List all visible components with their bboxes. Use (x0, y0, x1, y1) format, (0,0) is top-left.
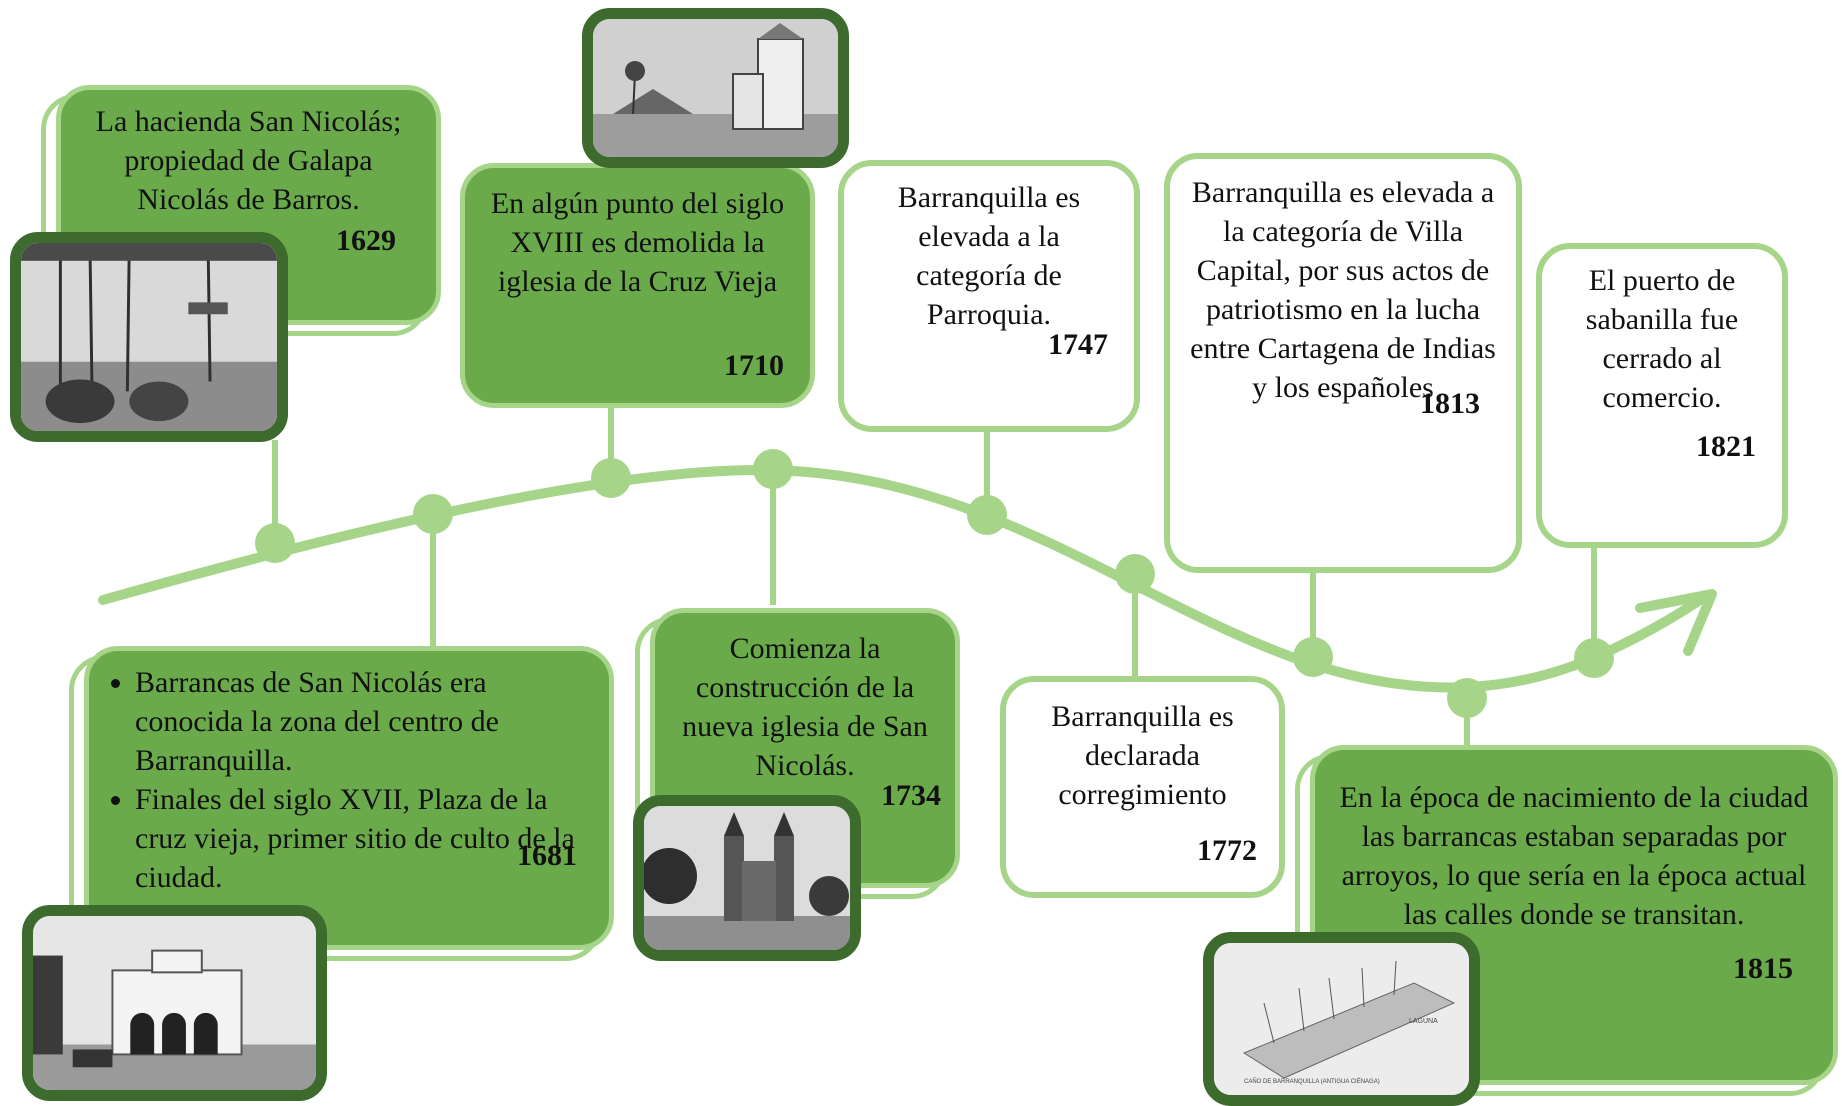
dot-1681 (413, 494, 453, 534)
bullet-item: Barrancas de San Nicolás era conocida la… (135, 663, 589, 780)
event-text-1815: En la época de nacimiento de la ciudad l… (1339, 781, 1809, 931)
event-year-1821: 1821 (1696, 430, 1756, 463)
event-text-1747: Barranquilla es elevada a la categoría d… (897, 181, 1081, 331)
bullet-item: Finales del siglo XVII, Plaza de la cruz… (135, 780, 589, 897)
map-water-label: LAGUNA (1409, 1018, 1438, 1025)
event-card-1772: Barranquilla es declarada corregimiento … (1000, 676, 1285, 898)
timeline-dots (255, 449, 1614, 718)
dot-1734 (753, 449, 793, 489)
photo-iglesia-san-nicolas (633, 795, 861, 961)
event-card-1813: Barranquilla es elevada a la categoría d… (1164, 153, 1522, 573)
event-year-1710: 1710 (724, 349, 784, 382)
event-year-1815: 1815 (1733, 952, 1793, 985)
event-text-1821: El puerto de sabanilla fue cerrado al co… (1585, 264, 1739, 414)
photo-mapa-barrancas: LAGUNA CAÑO DE BARRANQUILLA (ANTIGUA CIÉ… (1203, 932, 1480, 1106)
dot-1821 (1574, 638, 1614, 678)
dot-1747 (967, 495, 1007, 535)
map-caption: CAÑO DE BARRANQUILLA (ANTIGUA CIÉNAGA) (1244, 1078, 1380, 1085)
event-year-1629: 1629 (336, 224, 396, 257)
event-card-1681: Barrancas de San Nicolás era conocida la… (84, 646, 614, 950)
photo-plaza (22, 905, 327, 1101)
dot-1629 (255, 523, 295, 563)
event-card-1821: El puerto de sabanilla fue cerrado al co… (1536, 243, 1788, 548)
event-text-1710: En algún punto del siglo XVIII es demoli… (490, 187, 785, 298)
dot-1772 (1115, 554, 1155, 594)
event-text-1629: La hacienda San Nicolás; propiedad de Ga… (95, 105, 402, 216)
event-year-1734: 1734 (881, 779, 941, 812)
event-year-1681: 1681 (517, 839, 577, 872)
event-bullets-1681: Barrancas de San Nicolás era conocida la… (93, 663, 589, 897)
event-card-1747: Barranquilla es elevada a la categoría d… (838, 160, 1140, 432)
event-year-1772: 1772 (1197, 834, 1257, 867)
event-year-1747: 1747 (1048, 328, 1108, 361)
dot-1813 (1293, 637, 1333, 677)
dot-1710 (591, 458, 631, 498)
timeline-arrowhead (1635, 589, 1717, 656)
event-card-1815: En la época de nacimiento de la ciudad l… (1310, 745, 1838, 1085)
photo-cruz-vieja (582, 8, 849, 168)
photo-hacienda (10, 232, 288, 442)
event-text-1734: Comienza la construcción de la nueva igl… (682, 632, 928, 782)
event-year-1813: 1813 (1420, 387, 1480, 420)
event-text-1772: Barranquilla es declarada corregimiento (1051, 700, 1234, 811)
event-card-1710: En algún punto del siglo XVIII es demoli… (460, 163, 815, 408)
event-text-1813: Barranquilla es elevada a la categoría d… (1190, 176, 1496, 404)
dot-1815 (1447, 678, 1487, 718)
